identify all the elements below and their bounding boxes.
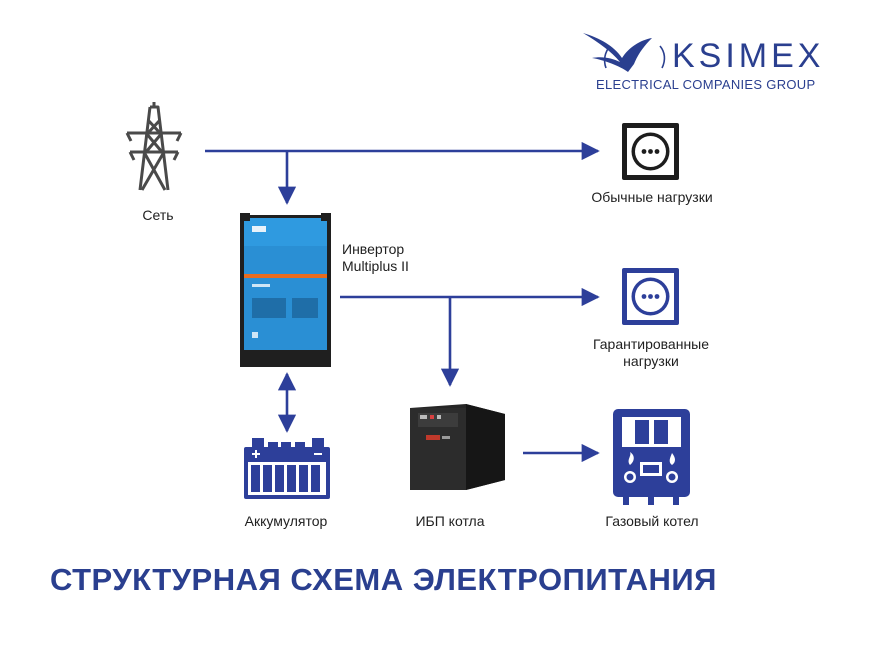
guaranteed-loads-label: Гарантированные нагрузки (593, 336, 709, 370)
normal-socket-icon (622, 123, 679, 180)
battery-icon (244, 438, 330, 499)
guaranteed-loads-label-line2: нагрузки (623, 353, 679, 369)
guaranteed-loads-label-line1: Гарантированные (592, 336, 710, 352)
logo-subtitle: ELECTRICAL COMPANIES GROUP (596, 77, 816, 92)
inverter-label: Инвертор Multiplus II (342, 241, 409, 275)
transmission-tower-icon (125, 102, 183, 191)
logo-name: KSIMEX (672, 37, 825, 75)
inverter-label-line2: Multiplus II (342, 258, 409, 274)
ups-label: ИБП котла (415, 513, 485, 529)
guaranteed-socket-icon (622, 268, 679, 325)
grid-label: Сеть (142, 207, 174, 223)
ups-icon (410, 404, 505, 490)
connection-lines (205, 141, 600, 463)
normal-loads-label: Обычные нагрузки (591, 189, 713, 205)
gas-boiler-icon (613, 409, 690, 505)
inverter-unit-icon (240, 213, 331, 367)
logo-bird-icon (583, 33, 666, 72)
boiler-label: Газовый котел (605, 513, 699, 529)
diagram-title: СТРУКТУРНАЯ СХЕМА ЭЛЕКТРОПИТАНИЯ (50, 562, 717, 597)
battery-label: Аккумулятор (244, 513, 328, 529)
inverter-label-line1: Инвертор (342, 241, 405, 257)
